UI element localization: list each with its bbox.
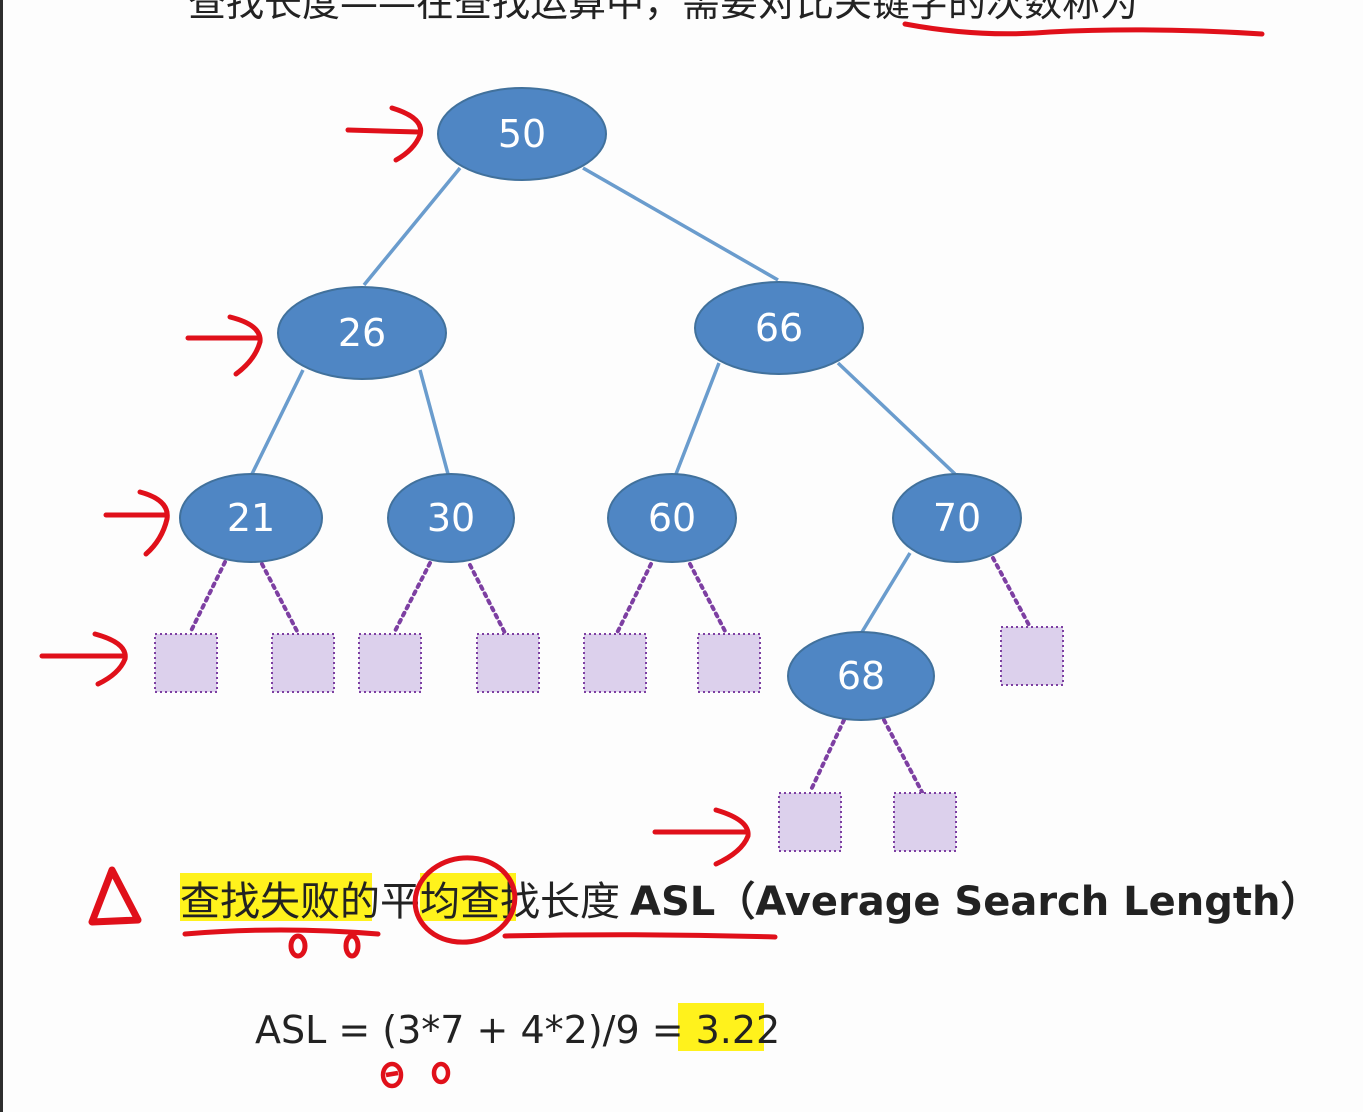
tree-node-label: 50	[498, 112, 546, 156]
failure-node	[271, 633, 335, 693]
failure-nodes	[154, 626, 1064, 852]
annotation-underline-top	[902, 21, 1265, 37]
heading-rest: 查找长度	[460, 879, 620, 925]
tree-node-70: 70	[892, 473, 1022, 563]
tree-node-26: 26	[277, 286, 447, 380]
top-sentence: 查找长度——在查找运算中，需要对比关键字的次数称为	[188, 0, 1138, 25]
tree-node-label: 68	[837, 654, 885, 698]
tree-node-shape	[437, 87, 607, 181]
tree-node-label: 30	[427, 496, 475, 540]
tree-node-shape	[694, 281, 864, 375]
highlight-2	[420, 873, 516, 921]
failure-node	[893, 792, 957, 852]
tree-edge	[418, 369, 450, 475]
tree-edges	[250, 166, 957, 633]
heading-paren-text: （Average Search Length）	[715, 879, 1320, 925]
failure-edge	[468, 563, 507, 635]
tree-edge	[582, 166, 779, 282]
tree-edge	[250, 369, 305, 475]
tree-node-label: 26	[338, 311, 386, 355]
failure-edge	[260, 562, 300, 635]
annotation-arrows	[39, 105, 751, 867]
formula-expression: ASL = (3*7 + 4*2)/9 =	[255, 1008, 696, 1052]
tree-node-68: 68	[787, 631, 935, 721]
tree-node-label: 70	[933, 496, 981, 540]
failure-node	[476, 633, 540, 693]
tree-node-label: 21	[227, 496, 275, 540]
tree-edge	[836, 361, 957, 476]
triangle-mark-icon	[88, 866, 142, 926]
tree-node-60: 60	[607, 473, 737, 563]
tree-node-shape	[607, 473, 737, 563]
failure-node	[1000, 626, 1064, 686]
arrow-level-4-icon	[39, 631, 128, 687]
failure-node	[697, 633, 761, 693]
heading-connector: 的	[340, 879, 380, 925]
failure-node	[358, 633, 422, 693]
formula-result: 3.22	[696, 1008, 781, 1052]
tree-nodes: 50 26 66 21 30 60 70 68	[179, 87, 1022, 721]
failure-edge	[882, 718, 924, 794]
arrow-level-2-icon	[185, 314, 263, 377]
failure-edge	[188, 560, 227, 635]
failure-edges	[188, 556, 1032, 794]
tree-node-shape	[892, 473, 1022, 563]
failure-node	[154, 633, 218, 693]
result-highlight	[678, 1003, 764, 1051]
failure-node	[583, 633, 647, 693]
failure-edge	[991, 556, 1032, 629]
tree-node-shape	[179, 473, 323, 563]
tree-node-30: 30	[387, 473, 515, 563]
tree-node-21: 21	[179, 473, 323, 563]
tree-edge	[860, 552, 912, 633]
annotation-marks-formula	[380, 1061, 451, 1089]
tree-node-label: 60	[648, 496, 696, 540]
heading-highlight-1: 查找失败	[180, 879, 340, 925]
tree-node-shape	[387, 473, 515, 563]
failure-edge	[808, 718, 846, 794]
tree-node-shape	[277, 286, 447, 380]
window-left-border	[0, 0, 3, 1112]
tree-node-label: 66	[755, 306, 803, 350]
failure-edge	[688, 562, 728, 635]
tree-edge	[674, 362, 721, 475]
failure-node	[778, 792, 842, 852]
annotation-marks-heading	[182, 855, 778, 959]
tree-node-66: 66	[694, 281, 864, 375]
failure-edge	[392, 561, 432, 635]
tree-edge	[362, 166, 462, 287]
highlight-1	[180, 873, 372, 921]
tree-node-shape	[787, 631, 935, 721]
formula-line: ASL = (3*7 + 4*2)/9 = 3.22	[255, 1008, 780, 1052]
arrow-level-1-icon	[345, 105, 424, 163]
tree-node-50: 50	[437, 87, 607, 181]
heading-abbr: ASL	[630, 879, 715, 925]
arrow-level-5-icon	[652, 807, 751, 867]
arrow-level-3-icon	[103, 489, 170, 557]
failure-edge	[615, 562, 653, 635]
